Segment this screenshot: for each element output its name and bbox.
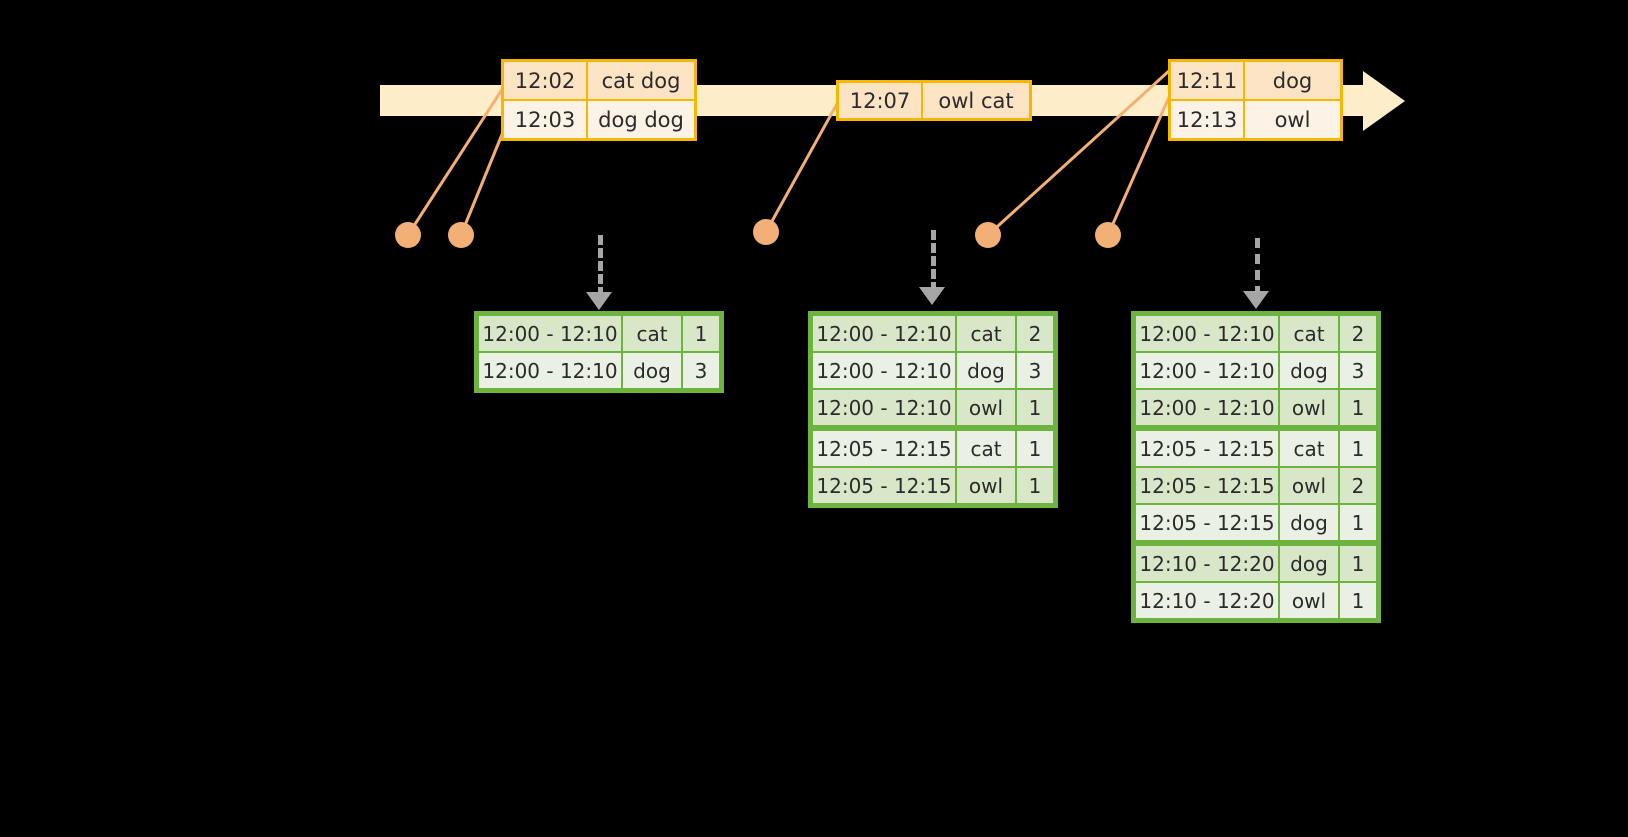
window-cell: 12:05 - 12:15 [1136, 431, 1278, 466]
table-row: 12:05 - 12:15 cat 1 [812, 430, 1054, 467]
event-time: 12:13 [1171, 101, 1245, 138]
table-group-separator [1135, 541, 1377, 545]
event-marker-dot [395, 222, 421, 248]
word-cell: owl [957, 390, 1015, 425]
event-marker-dot [1095, 222, 1121, 248]
count-cell: 1 [1017, 431, 1053, 466]
table-row: 12:00 - 12:10 dog 3 [478, 352, 720, 389]
timeline-arrowhead [1363, 71, 1405, 131]
event-time: 12:07 [839, 83, 923, 118]
count-cell: 1 [1340, 546, 1376, 581]
word-cell: dog [957, 353, 1015, 388]
count-cell: 2 [1340, 468, 1376, 503]
table-row: 12:05 - 12:15 owl 2 [1135, 467, 1377, 504]
word-cell: cat [957, 431, 1015, 466]
window-cell: 12:00 - 12:10 [479, 316, 621, 351]
result-table-1: 12:00 - 12:10 cat 1 12:00 - 12:10 dog 3 [474, 311, 724, 393]
result-table-2: 12:00 - 12:10 cat 2 12:00 - 12:10 dog 3 … [808, 311, 1058, 508]
count-cell: 1 [1340, 583, 1376, 618]
event-marker-dot [448, 222, 474, 248]
event-time: 12:03 [504, 101, 588, 138]
flow-arrowhead-3 [1243, 291, 1269, 309]
count-cell: 1 [1340, 390, 1376, 425]
window-cell: 12:00 - 12:10 [1136, 390, 1278, 425]
window-cell: 12:00 - 12:10 [813, 316, 955, 351]
table-row: 12:00 - 12:10 cat 1 [478, 315, 720, 352]
count-cell: 1 [1340, 505, 1376, 540]
window-cell: 12:00 - 12:10 [1136, 316, 1278, 351]
table-row: 12:10 - 12:20 dog 1 [1135, 545, 1377, 582]
window-cell: 12:05 - 12:15 [1136, 505, 1278, 540]
table-group-separator [1135, 426, 1377, 430]
count-cell: 1 [1340, 431, 1376, 466]
table-row: 12:05 - 12:15 cat 1 [1135, 430, 1377, 467]
word-cell: owl [1280, 390, 1338, 425]
count-cell: 3 [1340, 353, 1376, 388]
event-time: 12:11 [1171, 62, 1245, 99]
event-row: 12:07 owl cat [839, 83, 1029, 118]
event-box-2: 12:07 owl cat [836, 80, 1032, 121]
window-cell: 12:00 - 12:10 [813, 353, 955, 388]
event-value: dog dog [588, 101, 694, 138]
window-cell: 12:05 - 12:15 [813, 468, 955, 503]
event-value: owl [1245, 101, 1340, 138]
count-cell: 1 [1017, 390, 1053, 425]
event-value: owl cat [923, 83, 1029, 118]
event-box-3: 12:11 dog 12:13 owl [1168, 59, 1343, 141]
flow-arrow-2 [931, 230, 936, 292]
flow-arrow-1 [598, 235, 603, 297]
table-row: 12:05 - 12:15 dog 1 [1135, 504, 1377, 541]
event-row: 12:02 cat dog [504, 62, 694, 99]
event-box-1: 12:02 cat dog 12:03 dog dog [501, 59, 697, 141]
word-cell: dog [1280, 505, 1338, 540]
table-row: 12:00 - 12:10 owl 1 [1135, 389, 1377, 426]
word-cell: owl [1280, 468, 1338, 503]
word-cell: cat [1280, 316, 1338, 351]
table-row: 12:10 - 12:20 owl 1 [1135, 582, 1377, 619]
event-time: 12:02 [504, 62, 588, 99]
event-row: 12:13 owl [1171, 99, 1340, 138]
count-cell: 3 [683, 353, 719, 388]
event-marker-dot [975, 222, 1001, 248]
event-row: 12:11 dog [1171, 62, 1340, 99]
word-cell: cat [1280, 431, 1338, 466]
word-cell: cat [957, 316, 1015, 351]
event-value: cat dog [588, 62, 694, 99]
table-row: 12:00 - 12:10 dog 3 [1135, 352, 1377, 389]
table-row: 12:05 - 12:15 owl 1 [812, 467, 1054, 504]
count-cell: 1 [683, 316, 719, 351]
word-cell: owl [1280, 583, 1338, 618]
table-group-separator [812, 426, 1054, 430]
flow-arrowhead-1 [586, 292, 612, 310]
word-cell: owl [957, 468, 1015, 503]
window-cell: 12:05 - 12:15 [813, 431, 955, 466]
table-row: 12:00 - 12:10 cat 2 [1135, 315, 1377, 352]
word-cell: dog [623, 353, 681, 388]
flow-arrowhead-2 [919, 287, 945, 305]
table-row: 12:00 - 12:10 cat 2 [812, 315, 1054, 352]
window-cell: 12:00 - 12:10 [1136, 353, 1278, 388]
word-cell: dog [1280, 353, 1338, 388]
count-cell: 2 [1340, 316, 1376, 351]
window-cell: 12:05 - 12:15 [1136, 468, 1278, 503]
result-table-3: 12:00 - 12:10 cat 2 12:00 - 12:10 dog 3 … [1131, 311, 1381, 623]
event-marker-dot [753, 219, 779, 245]
window-cell: 12:00 - 12:10 [813, 390, 955, 425]
flow-arrow-3 [1255, 238, 1260, 296]
event-row: 12:03 dog dog [504, 99, 694, 138]
word-cell: cat [623, 316, 681, 351]
table-row: 12:00 - 12:10 dog 3 [812, 352, 1054, 389]
count-cell: 1 [1017, 468, 1053, 503]
window-cell: 12:00 - 12:10 [479, 353, 621, 388]
window-cell: 12:10 - 12:20 [1136, 583, 1278, 618]
event-value: dog [1245, 62, 1340, 99]
word-cell: dog [1280, 546, 1338, 581]
window-cell: 12:10 - 12:20 [1136, 546, 1278, 581]
table-row: 12:00 - 12:10 owl 1 [812, 389, 1054, 426]
count-cell: 2 [1017, 316, 1053, 351]
count-cell: 3 [1017, 353, 1053, 388]
